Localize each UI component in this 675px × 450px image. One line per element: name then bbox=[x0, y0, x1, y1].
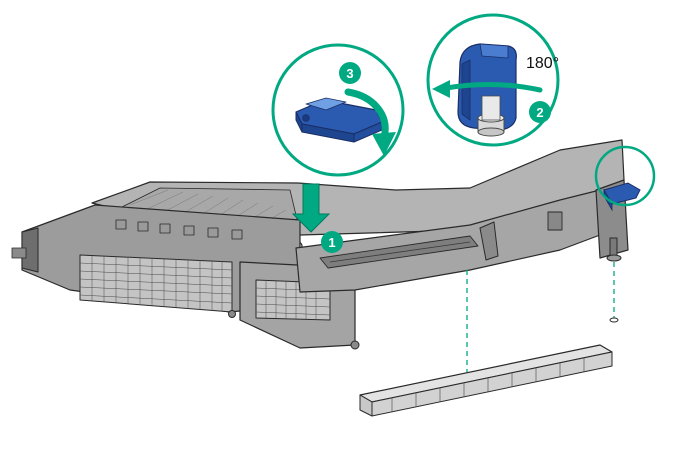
latch-open-icon bbox=[457, 43, 517, 131]
rotation-angle-label: 180° bbox=[526, 55, 559, 72]
riser-cage bbox=[11, 139, 629, 350]
rotation-arrow-icon bbox=[432, 80, 543, 98]
step-1-number: 1 bbox=[328, 235, 335, 250]
step-2-badge: 2 bbox=[529, 101, 551, 123]
system-board-riser-connector bbox=[359, 344, 613, 417]
pin-hole-icon bbox=[609, 317, 619, 323]
curved-arrow-icon bbox=[344, 88, 396, 156]
step-2-number: 2 bbox=[536, 105, 543, 120]
step-1-badge: 1 bbox=[321, 231, 343, 253]
alignment-guide-lines bbox=[466, 262, 615, 372]
detail-circle-step-3: 3 bbox=[271, 43, 405, 177]
latch-detail-ring bbox=[594, 145, 656, 207]
step-3-number: 3 bbox=[346, 66, 353, 81]
arrow-down-icon bbox=[291, 183, 331, 233]
detail-circle-step-2: 180° 2 bbox=[426, 13, 560, 147]
plunger-icon bbox=[477, 95, 505, 137]
latch-closed-icon bbox=[295, 97, 383, 143]
step-3-badge: 3 bbox=[339, 62, 361, 84]
